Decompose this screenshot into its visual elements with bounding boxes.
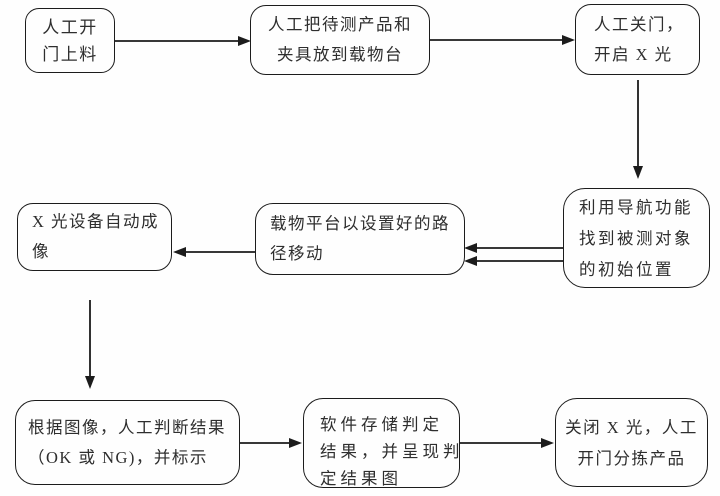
arrow-load-to-place xyxy=(115,36,251,46)
arrowhead-right xyxy=(562,35,575,45)
node-text-line: 夹具放到载物台 xyxy=(277,45,403,64)
node-text-line: 开门分拣产品 xyxy=(577,448,686,468)
node-text-line: 关闭 X 光，人工 xyxy=(565,417,698,437)
node-text-line: 人工开 xyxy=(42,17,98,37)
node-text-line: 载物平台以设置好的路 xyxy=(270,214,450,233)
node-text-line: 人工把待测产品和 xyxy=(268,15,412,34)
node-text-line: 软件存储判定 xyxy=(320,415,443,434)
flow-node-place-product-and-fixture: 人工把待测产品和 夹具放到载物台 xyxy=(250,5,430,75)
node-text-line: 像 xyxy=(32,242,50,261)
flow-node-xray-auto-imaging: X 光设备自动成 像 xyxy=(17,203,172,271)
flow-node-platform-moves-along-path: 载物平台以设置好的路 径移动 xyxy=(255,203,465,275)
node-text-line: 结果，并呈现判 xyxy=(320,442,460,461)
arrow-imaging-to-judge xyxy=(85,300,95,389)
flow-node-software-save-and-show-result: 软件存储判定 结果，并呈现判 定结果图 xyxy=(303,398,460,488)
node-text-line: X 光设备自动成 xyxy=(32,212,160,231)
arrowhead-left xyxy=(464,243,477,253)
arrow-platform-to-imaging xyxy=(173,247,255,257)
arrowhead-left xyxy=(464,256,477,266)
arrow-judge-to-save xyxy=(240,438,302,448)
flow-node-close-xray-sort-product: 关闭 X 光，人工 开门分拣产品 xyxy=(555,398,708,487)
node-text-line: 根据图像，人工判断结果 xyxy=(28,417,226,437)
arrowhead-down xyxy=(85,376,95,389)
node-text-line: 人工关门， xyxy=(594,14,684,34)
flow-node-manual-judge-and-mark: 根据图像，人工判断结果 （OK 或 NG)，并标示 xyxy=(15,400,240,485)
arrowhead-down xyxy=(633,166,643,179)
node-text-line: 的初始位置 xyxy=(579,259,674,279)
flow-node-navigate-to-initial-position: 利用导航功能 找到被测对象 的初始位置 xyxy=(563,188,710,288)
arrowhead-right xyxy=(541,438,554,448)
arrow-navigate-to-platform-lower xyxy=(464,256,563,266)
arrow-save-to-sort xyxy=(460,438,554,448)
node-text-line: 利用导航功能 xyxy=(579,197,693,217)
node-text-line: 门上料 xyxy=(42,44,98,64)
node-text-line: （OK 或 NG)，并标示 xyxy=(28,447,208,467)
arrowhead-right xyxy=(289,438,302,448)
arrow-closedoor-to-navigate xyxy=(633,80,643,179)
flow-node-close-door-start-xray: 人工关门， 开启 X 光 xyxy=(575,4,700,75)
arrow-place-to-closedoor xyxy=(430,35,575,45)
arrowhead-left xyxy=(173,247,186,257)
node-text-line: 开启 X 光 xyxy=(594,44,673,64)
node-text-line: 找到被测对象 xyxy=(579,228,693,248)
node-text-line: 定结果图 xyxy=(320,469,402,488)
arrow-navigate-to-platform-upper xyxy=(464,243,563,253)
flow-node-manual-open-door-load: 人工开 门上料 xyxy=(25,8,115,73)
node-text-line: 径移动 xyxy=(270,244,324,263)
